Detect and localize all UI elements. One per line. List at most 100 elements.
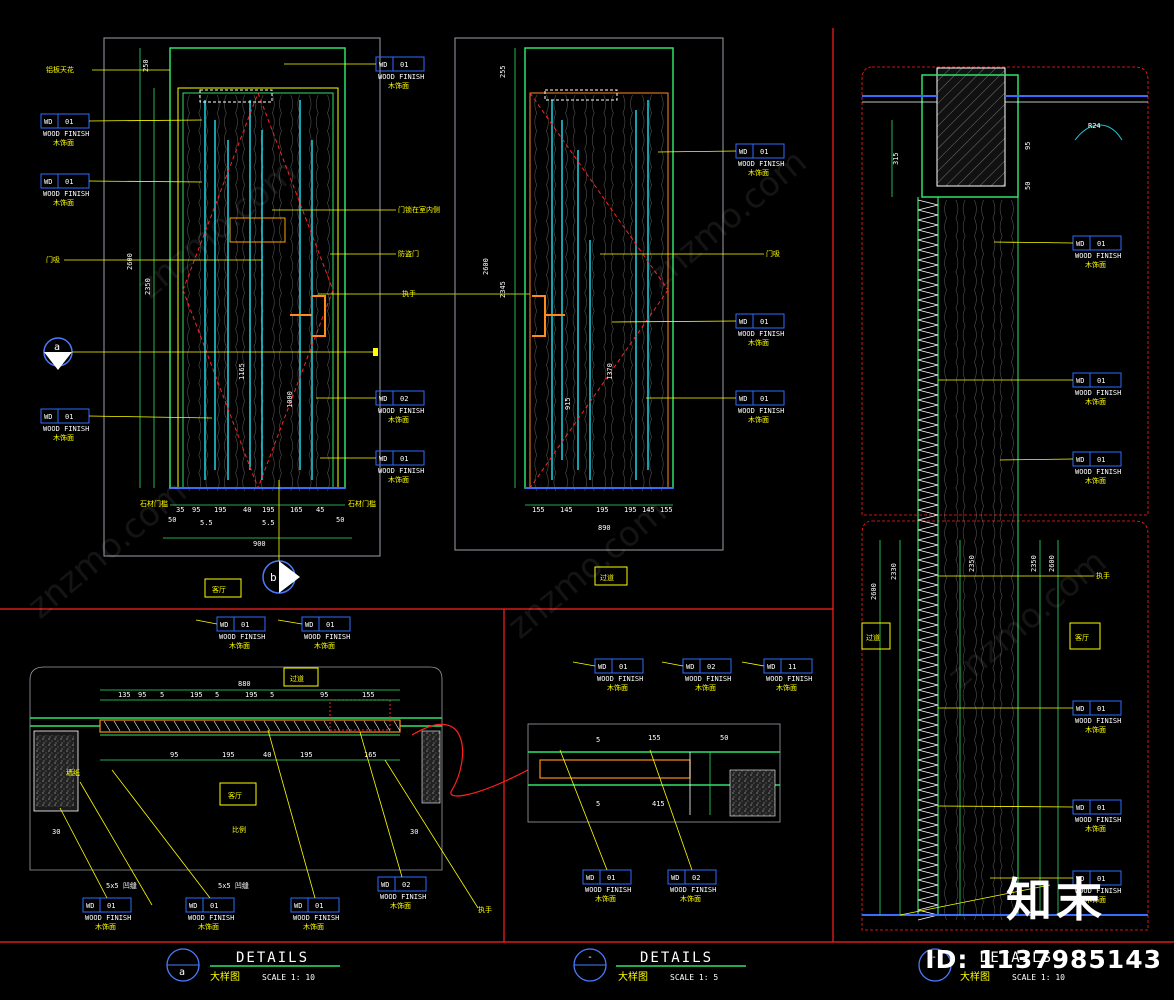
tag-prefix: WD xyxy=(1076,705,1084,713)
dim-elev1-width: 900 xyxy=(253,540,266,548)
tag-finish-en: WOOD FINISH xyxy=(378,407,424,415)
dim-elev2-lower: 915 xyxy=(564,397,572,410)
tag-code: 01 xyxy=(1097,456,1105,464)
tag-finish-cn: 木饰面 xyxy=(314,641,335,650)
dim-plan-top: 5 xyxy=(270,691,274,699)
watermark-5: znzmo.com xyxy=(940,542,1114,697)
watermark-2: znzmo.com xyxy=(500,492,674,647)
tag-finish-en: WOOD FINISH xyxy=(85,914,131,922)
tag-code: 01 xyxy=(1097,705,1105,713)
tag-finish-cn: 木饰面 xyxy=(1085,725,1106,734)
dim-elev2-bottom: 145 xyxy=(560,506,573,514)
tag-prefix: WD xyxy=(739,395,747,403)
tag-finish-cn: 木饰面 xyxy=(53,138,74,147)
dim-elev1-side-l: 50 xyxy=(168,516,176,524)
dim-section-top: 315 xyxy=(892,152,900,165)
tag-code: 02 xyxy=(400,395,408,403)
tag-finish-cn: 木饰面 xyxy=(229,641,250,650)
plan-room-label: 客厅 xyxy=(228,791,242,800)
dim-elev1-sub-b: 5.5 xyxy=(262,519,275,527)
tag-finish-en: WOOD FINISH xyxy=(1075,252,1121,260)
tag-prefix: WD xyxy=(294,902,302,910)
tag-code: 01 xyxy=(326,621,334,629)
dim-plan-top: 195 xyxy=(245,691,258,699)
tag-code: 01 xyxy=(760,395,768,403)
dim-elev2-total: 2600 xyxy=(482,258,490,275)
plan-note-left: 墙纸 xyxy=(66,768,80,777)
tag-finish-cn: 木饰面 xyxy=(1085,260,1106,269)
tag-prefix: WD xyxy=(305,621,313,629)
dim-elev1-mid: 1165 xyxy=(238,363,246,380)
tag-finish-cn: 木饰面 xyxy=(95,922,116,931)
tag-finish-en: WOOD FINISH xyxy=(43,130,89,138)
tag-prefix: WD xyxy=(671,874,679,882)
tag-finish-cn: 木饰面 xyxy=(748,338,769,347)
tag-finish-en: WOOD FINISH xyxy=(597,675,643,683)
elevation-middle-frame xyxy=(454,37,724,551)
tag-code: 01 xyxy=(1097,875,1105,883)
tag-prefix: WD xyxy=(1076,875,1084,883)
tag-prefix: WD xyxy=(1076,240,1084,248)
tag-finish-en: WOOD FINISH xyxy=(738,330,784,338)
tag-code: 01 xyxy=(210,902,218,910)
tag-finish-en: WOOD FINISH xyxy=(738,160,784,168)
tag-prefix: WD xyxy=(598,663,606,671)
tag-code: 01 xyxy=(607,874,615,882)
tag-code: 01 xyxy=(400,455,408,463)
tag-code: 01 xyxy=(400,61,408,69)
tag-prefix: WD xyxy=(44,413,52,421)
elevation-left: 250 2600 2350 1165 1000 900 5.5 5.5 50 5… xyxy=(43,37,530,598)
tag-finish-cn: 木饰面 xyxy=(607,683,628,692)
plan-gap-note-1: 5x5 凹缝 xyxy=(106,881,137,890)
tag-finish-cn: 木饰面 xyxy=(1085,397,1106,406)
section-left-label: 过道 xyxy=(866,633,880,642)
tag-finish-en: WOOD FINISH xyxy=(1075,468,1121,476)
title-b-symbol: - xyxy=(587,952,593,963)
dim-elev2-door: 2345 xyxy=(499,281,507,298)
title-c-scale: SCALE 1: 10 xyxy=(1012,973,1065,982)
section-right-label: 客厅 xyxy=(1075,633,1089,642)
tag-prefix: WD xyxy=(379,395,387,403)
dim-detail-b: 155 xyxy=(648,734,661,742)
title-b-scale: SCALE 1: 5 xyxy=(670,973,718,982)
section-marker-a-label: a xyxy=(54,342,60,353)
dim-plan-top: 5 xyxy=(215,691,219,699)
tag-prefix: WD xyxy=(189,902,197,910)
tag-finish-cn: 木饰面 xyxy=(390,901,411,910)
dim-elev1-side-r: 50 xyxy=(336,516,344,524)
dim-elev2-bottom: 195 xyxy=(596,506,609,514)
watermark-1: znzmo.com xyxy=(20,472,194,627)
plan-scale-note: 比例 xyxy=(232,825,246,834)
tag-prefix: WD xyxy=(44,178,52,186)
tag-finish-cn: 木饰面 xyxy=(595,894,616,903)
callout-handle: 执手 xyxy=(402,289,416,298)
dim-section-95: 95 xyxy=(1024,142,1032,150)
dim-plan-top: 155 xyxy=(362,691,375,699)
tag-finish-cn: 木饰面 xyxy=(388,475,409,484)
title-c-symbol: - xyxy=(931,952,937,963)
dim-elev2-bottom: 155 xyxy=(660,506,673,514)
tag-code: 01 xyxy=(1097,804,1105,812)
tag-finish-en: WOOD FINISH xyxy=(188,914,234,922)
dim-section-2350a: 2350 xyxy=(968,555,976,572)
dim-plan-bottom: 165 xyxy=(364,751,377,759)
tag-finish-en: WOOD FINISH xyxy=(378,73,424,81)
tag-finish-en: WOOD FINISH xyxy=(670,886,716,894)
title-block-b: - DETAILS 大样图 SCALE 1: 5 xyxy=(573,948,746,983)
title-block-c: - DETAILS 大样图 SCALE 1: 10 xyxy=(918,948,1065,983)
tag-finish-en: WOOD FINISH xyxy=(380,893,426,901)
tag-finish-cn: 木饰面 xyxy=(53,198,74,207)
tag-finish-cn: 木饰面 xyxy=(388,81,409,90)
tag-prefix: WD xyxy=(1076,456,1084,464)
